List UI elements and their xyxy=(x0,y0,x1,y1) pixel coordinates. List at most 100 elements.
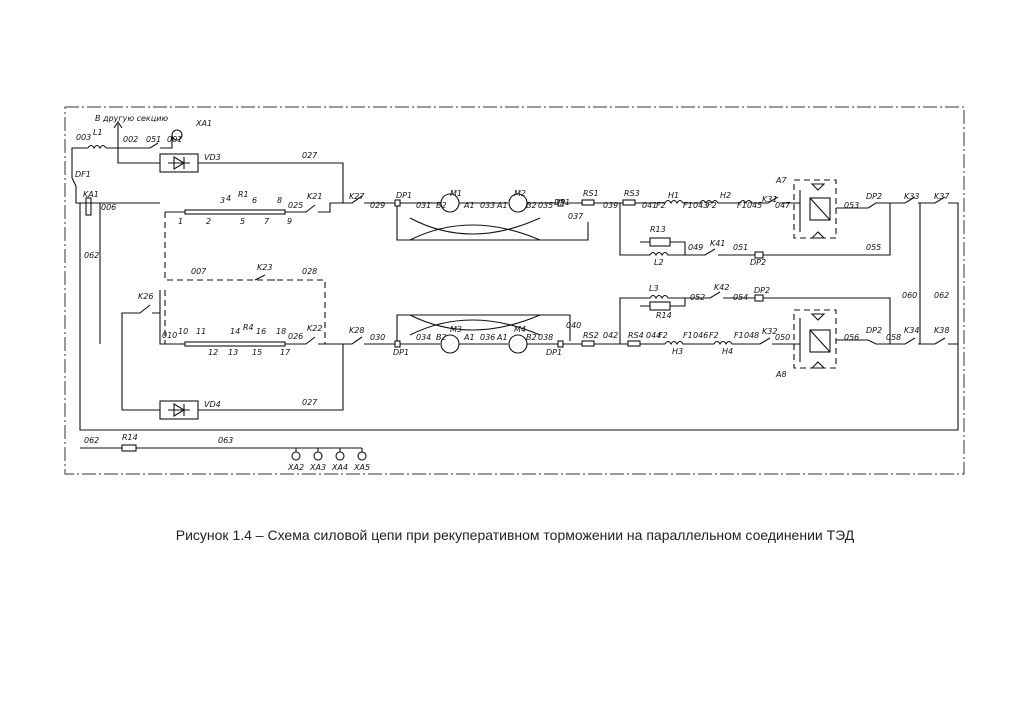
label-k42: K42 xyxy=(714,283,729,292)
label-rs4: RS4 xyxy=(628,331,644,340)
label-041: 041 xyxy=(642,201,657,210)
label-034: 034 xyxy=(416,333,431,342)
label-010: 010 xyxy=(162,331,177,340)
label-k38: K38 xyxy=(934,326,949,335)
label-xa4: XA4 xyxy=(331,463,348,472)
lower-motor-branch xyxy=(343,291,891,354)
label-m4: M4 xyxy=(514,325,526,334)
label-xa2: XA2 xyxy=(287,463,304,472)
label-007: 007 xyxy=(191,267,207,276)
label-n2: 2 xyxy=(206,217,211,226)
label-k28: K28 xyxy=(349,326,364,335)
label-035: 035 xyxy=(538,201,553,210)
label-k22: K22 xyxy=(307,324,322,333)
label-n16: 16 xyxy=(256,327,266,336)
label-n10: 10 xyxy=(178,327,188,336)
label-a7: A7 xyxy=(775,176,787,185)
label-a1a: A1 xyxy=(463,201,475,210)
label-xa3: XA3 xyxy=(309,463,326,472)
label-n7: 7 xyxy=(264,217,270,226)
label-k37: K37 xyxy=(934,192,950,201)
label-k26: K26 xyxy=(138,292,153,301)
label-n6: 6 xyxy=(252,196,257,205)
label-k21: K21 xyxy=(307,192,322,201)
label-df1: DF1 xyxy=(75,170,91,179)
upper-motor-branch xyxy=(343,193,891,259)
label-063: 063 xyxy=(218,436,233,445)
label-n15: 15 xyxy=(252,348,262,357)
label-h2: H2 xyxy=(720,191,731,200)
resistor-r1 xyxy=(165,202,343,215)
label-b2c: B2 xyxy=(436,333,447,342)
label-r14: R14 xyxy=(122,433,138,442)
label-f1c: F1 xyxy=(683,331,693,340)
label-046: 046 xyxy=(693,331,708,340)
label-m3: M3 xyxy=(450,325,462,334)
label-k41: K41 xyxy=(710,239,725,248)
figure-caption: Рисунок 1.4 – Схема силовой цепи при рек… xyxy=(175,527,855,543)
label-051a: 051 xyxy=(146,135,161,144)
k23-contact xyxy=(254,274,275,281)
label-n11: 11 xyxy=(196,327,206,336)
label-002: 002 xyxy=(123,135,138,144)
label-001: 001 xyxy=(167,135,182,144)
label-060: 060 xyxy=(902,291,917,300)
label-h3: H3 xyxy=(672,347,683,356)
label-f2b: F2 xyxy=(707,201,717,210)
label-a1b: A1 xyxy=(496,201,508,210)
xa-bus-063 xyxy=(80,444,367,461)
label-l2: L2 xyxy=(654,258,664,267)
label-058: 058 xyxy=(886,333,901,342)
label-n14: 14 xyxy=(230,327,240,336)
section-frame xyxy=(64,106,965,475)
label-056: 056 xyxy=(844,333,859,342)
label-l1: L1 xyxy=(93,128,103,137)
label-045: 045 xyxy=(747,201,762,210)
dashed-link-upper xyxy=(164,212,326,344)
label-dp1b: DP1 xyxy=(554,198,570,207)
label-dp1d: DP1 xyxy=(546,348,562,357)
label-dp2b: DP2 xyxy=(750,258,766,267)
label-k33: K33 xyxy=(904,192,919,201)
label-n13: 13 xyxy=(228,348,238,357)
label-n18: 18 xyxy=(276,327,286,336)
label-n17: 17 xyxy=(280,348,291,357)
label-k34: K34 xyxy=(904,326,919,335)
label-dp1c: DP1 xyxy=(393,348,409,357)
label-047: 047 xyxy=(775,201,791,210)
label-xa5: XA5 xyxy=(353,463,370,472)
label-043: 043 xyxy=(693,201,708,210)
label-n4: 4 xyxy=(226,194,231,203)
label-n8: 8 xyxy=(277,196,282,205)
labels: 003 L1 В другую секцию 002 051 001 XA1 D… xyxy=(75,114,950,472)
label-n1: 1 xyxy=(178,217,183,226)
label-a8: A8 xyxy=(775,370,787,379)
label-ka1: KA1 xyxy=(83,190,99,199)
label-f1d: F1 xyxy=(734,331,744,340)
label-b2a: B2 xyxy=(436,201,447,210)
label-049: 049 xyxy=(688,243,703,252)
label-030: 030 xyxy=(370,333,385,342)
label-040: 040 xyxy=(566,321,581,330)
label-k23: K23 xyxy=(257,263,272,272)
label-l3: L3 xyxy=(649,284,659,293)
converter-a7 xyxy=(793,179,868,239)
label-028: 028 xyxy=(302,267,317,276)
label-025: 025 xyxy=(288,201,303,210)
label-f1b: F1 xyxy=(737,201,747,210)
label-037: 037 xyxy=(568,212,584,221)
label-f2a: F2 xyxy=(656,201,666,210)
label-m2: M2 xyxy=(514,189,526,198)
k26-branch xyxy=(159,290,180,345)
label-xa1: XA1 xyxy=(195,119,212,128)
label-b2d: B2 xyxy=(526,333,537,342)
label-003: 003 xyxy=(76,133,91,142)
label-055: 055 xyxy=(866,243,881,252)
label-027b: 027 xyxy=(302,398,318,407)
resistor-r4 xyxy=(180,336,343,347)
label-062c: 062 xyxy=(934,291,949,300)
label-048: 048 xyxy=(744,331,759,340)
label-006: 006 xyxy=(101,203,116,212)
label-vd4: VD4 xyxy=(204,400,221,409)
label-rs2: RS2 xyxy=(583,331,599,340)
